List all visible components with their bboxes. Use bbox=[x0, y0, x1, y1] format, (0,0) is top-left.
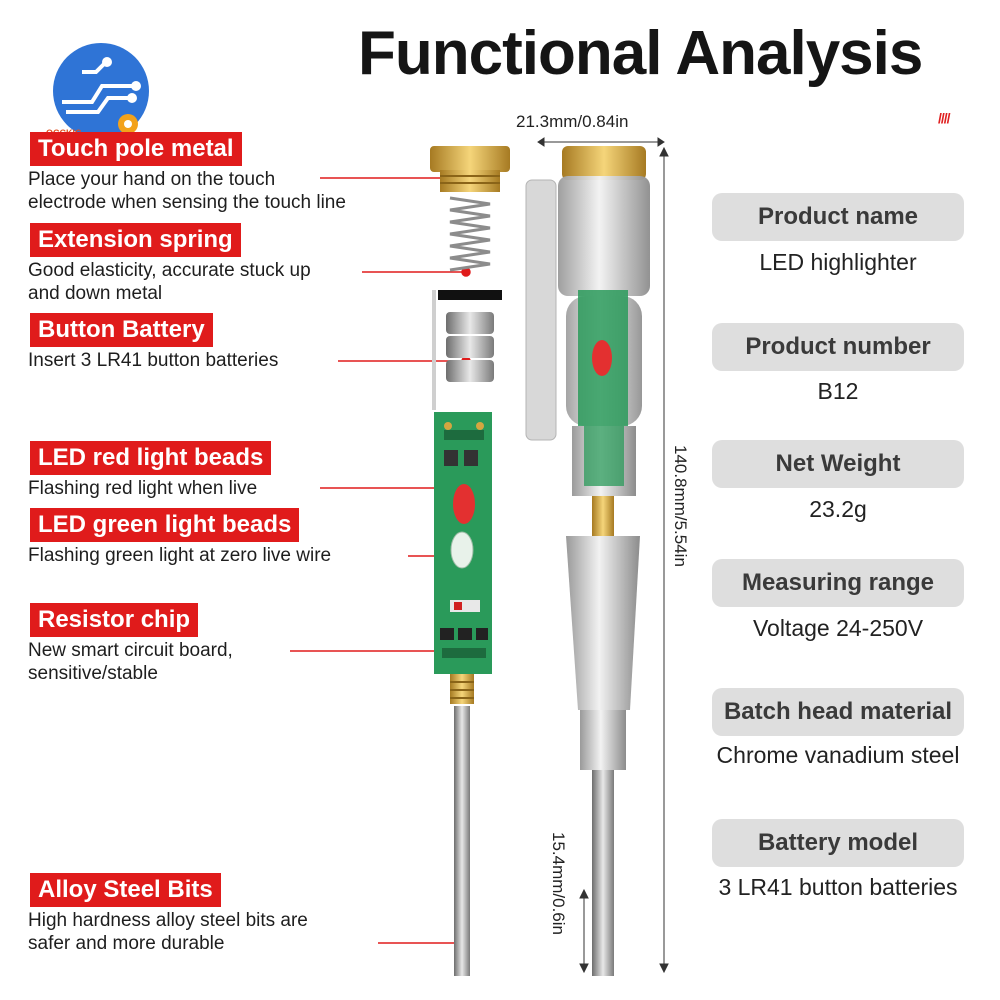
steel-bit-icon bbox=[454, 706, 470, 976]
tag-resistor-chip: Resistor chip bbox=[30, 603, 199, 637]
green-led-icon bbox=[450, 531, 474, 569]
spec-label-product-name: Product name bbox=[712, 193, 964, 241]
desc-resistor-chip: New smart circuit board, sensitive/stabl… bbox=[28, 639, 233, 685]
pen-bit-icon bbox=[592, 770, 614, 976]
tag-alloy-steel-bits: Alloy Steel Bits bbox=[30, 873, 221, 907]
desc-line: Place your hand on the touch bbox=[28, 169, 276, 190]
red-led-icon bbox=[453, 484, 475, 524]
spec-value-product-name: LED highlighter bbox=[759, 249, 917, 275]
battery-icon bbox=[446, 312, 494, 382]
touch-cap-icon bbox=[430, 146, 510, 172]
desc-line: High hardness alloy steel bits are bbox=[28, 910, 308, 931]
spec-value-net-weight: 23.2g bbox=[809, 496, 867, 522]
desc-line: New smart circuit board, bbox=[28, 640, 233, 661]
spring-icon bbox=[449, 196, 491, 272]
desc-line: Good elasticity, accurate stuck up bbox=[28, 260, 311, 281]
page-title: Functional Analysis bbox=[358, 19, 923, 88]
spec-value-measuring-range: Voltage 24-250V bbox=[752, 615, 924, 641]
desc-line: electrode when sensing the touch line bbox=[28, 192, 346, 213]
pen-cap-icon bbox=[562, 146, 646, 180]
desc-line: Flashing red light when live bbox=[28, 478, 258, 499]
desc-led-red: Flashing red light when live bbox=[28, 477, 257, 500]
desc-button-battery: Insert 3 LR41 button batteries bbox=[28, 349, 278, 372]
spec-label-net-weight: Net Weight bbox=[712, 440, 964, 488]
spec-value-batch-head-material: Chrome vanadium steel bbox=[716, 742, 960, 768]
dimension-tip: 15.4mm/0.6in bbox=[549, 832, 568, 935]
washer-icon bbox=[438, 290, 502, 300]
desc-led-green: Flashing green light at zero live wire bbox=[28, 544, 331, 567]
spec-value-product-number: B12 bbox=[817, 378, 859, 404]
desc-touch-pole-metal: Place your hand on the touch electrode w… bbox=[28, 168, 346, 214]
desc-line: Flashing green light at zero live wire bbox=[28, 545, 332, 566]
spec-label-product-number: Product number bbox=[712, 323, 964, 371]
assembled-pen bbox=[525, 146, 650, 976]
desc-line: safer and more durable bbox=[28, 933, 225, 954]
tag-extension-spring: Extension spring bbox=[30, 223, 241, 257]
tag-led-green: LED green light beads bbox=[30, 508, 300, 542]
desc-extension-spring: Good elasticity, accurate stuck up and d… bbox=[28, 259, 311, 305]
tag-button-battery: Button Battery bbox=[30, 313, 213, 347]
tag-touch-pole-metal: Touch pole metal bbox=[30, 132, 242, 166]
spec-label-battery-model: Battery model bbox=[712, 819, 964, 867]
desc-line: sensitive/stable bbox=[28, 663, 158, 684]
desc-line: Insert 3 LR41 button batteries bbox=[28, 350, 279, 371]
pcb-icon bbox=[434, 412, 492, 674]
desc-alloy-steel-bits: High hardness alloy steel bits are safer… bbox=[28, 909, 308, 955]
pen-clip-icon bbox=[525, 179, 557, 441]
desc-line: and down metal bbox=[28, 283, 163, 304]
dimension-width: 21.3mm/0.84in bbox=[516, 112, 629, 131]
exploded-pen bbox=[430, 146, 510, 976]
spec-label-measuring-range: Measuring range bbox=[712, 559, 964, 607]
spec-label-batch-head-material: Batch head material bbox=[712, 688, 964, 736]
title-decoration: //// bbox=[938, 110, 951, 126]
dimension-length: 140.8mm/5.54in bbox=[671, 445, 690, 567]
brand-logo bbox=[52, 42, 150, 140]
spec-value-battery-model: 3 LR41 button batteries bbox=[718, 874, 958, 900]
tag-led-red: LED red light beads bbox=[30, 441, 272, 475]
